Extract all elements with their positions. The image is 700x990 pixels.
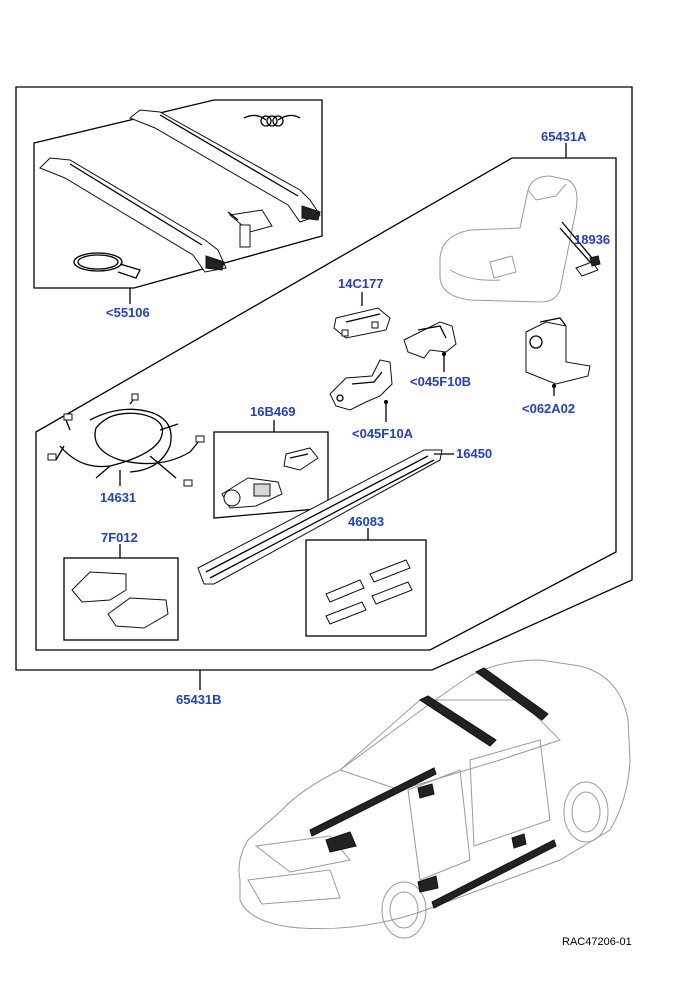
adhesive-pads (325, 559, 413, 625)
label-main-kit: 65431B (176, 692, 222, 707)
bracket-a (329, 359, 393, 422)
underbody-covers (71, 571, 169, 629)
upper-kit-frame (35, 157, 617, 651)
vehicle-illustration (238, 659, 631, 939)
wiring-harness (47, 393, 205, 487)
actuator-connector (283, 447, 319, 471)
label-bracket-b: <045F10B (410, 374, 471, 389)
running-board (197, 449, 454, 585)
label-module: 14C177 (338, 276, 384, 291)
label-actuator-kit: 16B469 (250, 404, 296, 419)
covers-kit-frame (63, 557, 179, 641)
bracket-b (403, 321, 457, 372)
diagram-reference: RAC47206-01 (562, 936, 632, 948)
seat-switch (575, 255, 601, 277)
crossbar-lock-part (227, 209, 273, 248)
label-crossbars-kit: <55106 (106, 305, 150, 320)
label-harness: 14631 (100, 490, 136, 505)
coiled-strap (73, 252, 141, 279)
label-pads: 46083 (348, 514, 384, 529)
label-seat-switch: 18936 (574, 232, 610, 247)
main-kit-frame (15, 86, 633, 671)
actuator-motor (221, 477, 283, 509)
label-covers: 7F012 (101, 530, 138, 545)
pads-kit-frame (305, 539, 427, 637)
label-upper-kit: 65431A (541, 129, 587, 144)
label-bracket-large: <062A02 (522, 401, 575, 416)
seat-outline (439, 175, 578, 303)
crossbar-kit-frame (33, 99, 323, 289)
roof-crossbars (39, 109, 321, 273)
logo-emblem (243, 114, 301, 127)
large-bracket (525, 317, 591, 396)
label-step: 16450 (456, 446, 492, 461)
control-module (333, 292, 391, 339)
label-bracket-a: <045F10A (352, 426, 414, 441)
